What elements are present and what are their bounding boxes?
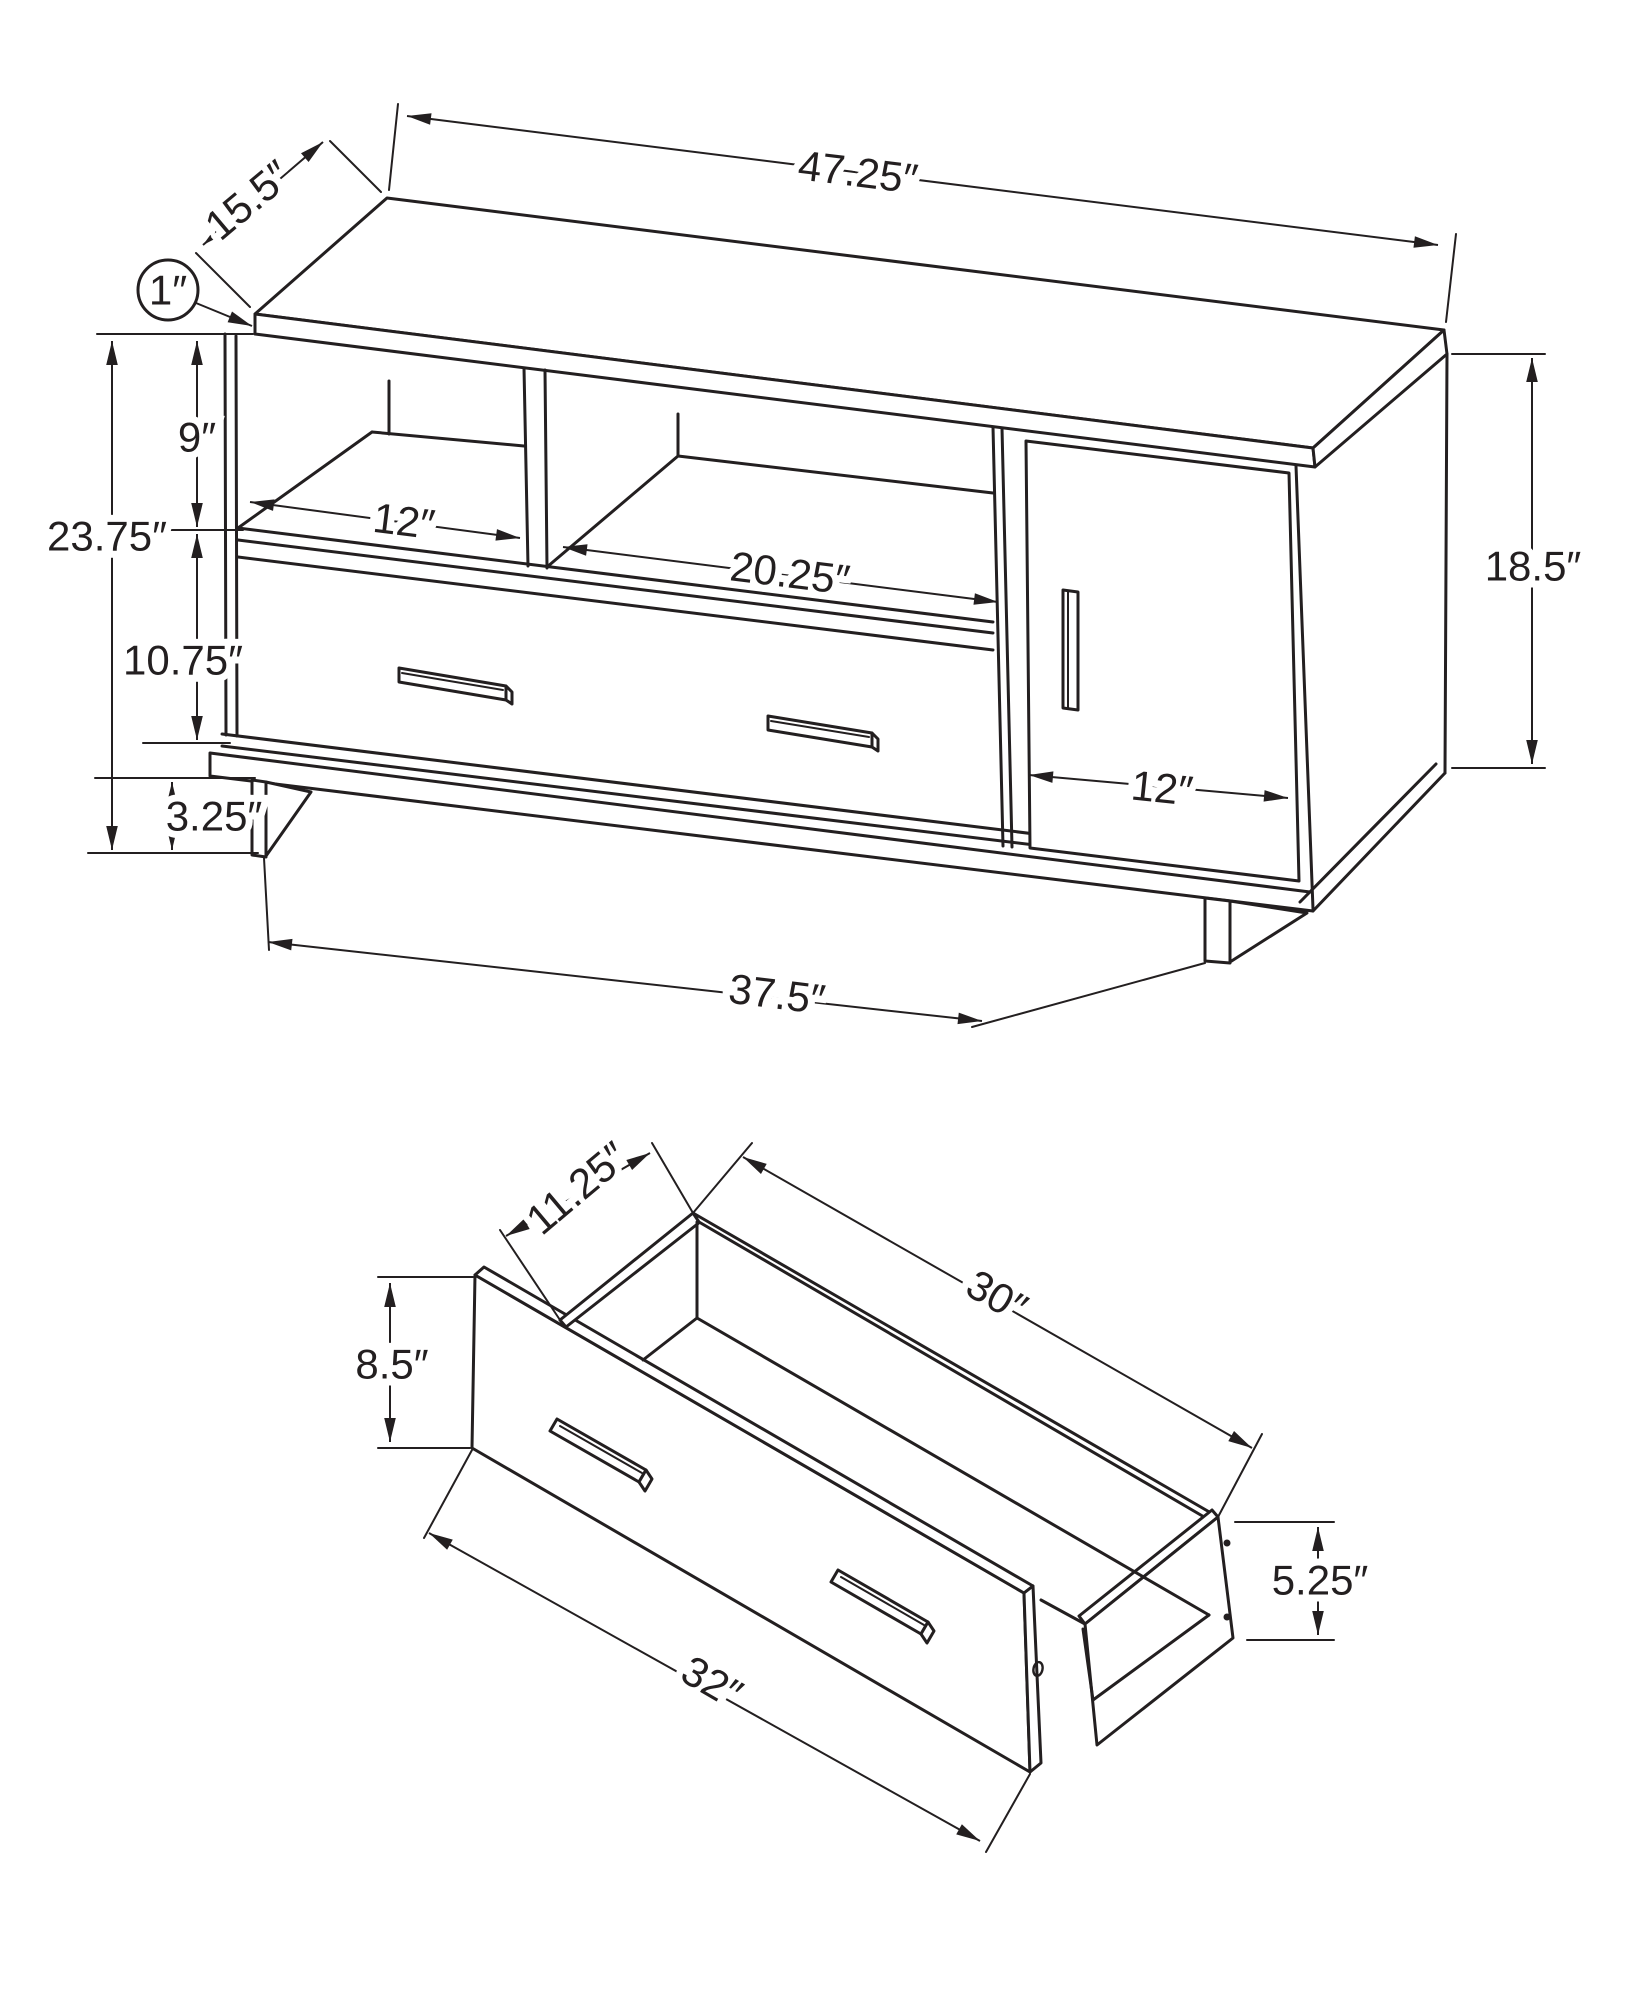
dim-base-width-line bbox=[267, 938, 983, 1025]
dim-middle-shelf-label: 20.25″ bbox=[728, 542, 853, 603]
dim-depth-line bbox=[202, 141, 324, 246]
box-right-side-face bbox=[1083, 1515, 1235, 1747]
dim-middle-shelf-line bbox=[562, 544, 999, 605]
dim-left-shelf-label: 12″ bbox=[371, 494, 438, 548]
door-partition bbox=[991, 425, 1014, 849]
right-panel-bottom-edge bbox=[1298, 762, 1447, 913]
dim-drawer-length-label: 30″ bbox=[959, 1260, 1036, 1332]
dim-drawer-length-line bbox=[742, 1156, 1253, 1449]
box-floor-left-edge bbox=[641, 1316, 699, 1362]
dim-side-height-label: 18.5″ bbox=[1485, 543, 1582, 590]
left-side-panel-edge bbox=[223, 332, 239, 738]
front-panel-screw-hole bbox=[1032, 1660, 1044, 1678]
right-front-corner-edge bbox=[1294, 464, 1315, 911]
dim-box-height-label: 5.25″ bbox=[1272, 1557, 1369, 1604]
drawer-handle-right[interactable] bbox=[766, 714, 880, 753]
side-screw-hole-top bbox=[1223, 1539, 1231, 1547]
dim-door-width-line bbox=[1028, 771, 1289, 802]
mid-shelf-front-edge bbox=[236, 526, 995, 635]
center-divider bbox=[522, 366, 549, 570]
front-height-ticks bbox=[377, 1276, 474, 1449]
door-handle[interactable] bbox=[1061, 588, 1080, 712]
right-leg bbox=[1203, 896, 1309, 965]
box-front-wall-top-edge bbox=[1039, 1598, 1087, 1626]
left-leg bbox=[250, 778, 313, 859]
dim-drawer-depth-line bbox=[505, 1152, 651, 1237]
dim-door-width-label: 12″ bbox=[1129, 761, 1195, 814]
drawer-front-panel-right-edge bbox=[1022, 1584, 1043, 1774]
cabinet-door[interactable] bbox=[1024, 439, 1301, 883]
dim-total-height-label: 23.75″ bbox=[47, 513, 167, 560]
drawer-top-edge bbox=[236, 555, 995, 652]
dim-left-shelf-line bbox=[249, 499, 521, 541]
box-floor-right-edge bbox=[1081, 1613, 1211, 1702]
dim-front-width-line bbox=[428, 1532, 981, 1842]
drawer-handle-left[interactable] bbox=[397, 666, 514, 706]
side-height-ticks bbox=[1451, 353, 1546, 769]
drawer-depth-extensions bbox=[499, 1142, 694, 1321]
dim-top-width-label: 47.25″ bbox=[796, 141, 921, 202]
front-width-extensions bbox=[423, 1449, 1031, 1853]
thickness-callout-circle bbox=[136, 258, 200, 322]
cubby-back-bottom-edge bbox=[676, 454, 995, 495]
box-left-side-top-edge bbox=[558, 1211, 702, 1329]
base-rail bbox=[208, 751, 1315, 913]
drawer-detail-view: 11.25″ 30″ 8.5″ 32″ 5.25″ bbox=[348, 1125, 1375, 1853]
dim-top-thickness-label: 1″ bbox=[149, 267, 187, 314]
drawer-length-extensions bbox=[692, 1142, 1263, 1518]
dim-drawer-depth-label: 11.25″ bbox=[517, 1132, 637, 1243]
front-panel-handle-upper[interactable] bbox=[548, 1417, 654, 1493]
dim-depth-label: 15.5″ bbox=[196, 151, 300, 249]
thickness-leader-arrow bbox=[195, 302, 253, 327]
tv-stand-view: 15.5″ 47.25″ 1″ 9″ 23.75″ 12″ 20.25″ 10.… bbox=[40, 103, 1588, 1030]
right-back-corner-edge bbox=[1443, 352, 1449, 775]
dim-top-width-line bbox=[406, 113, 1439, 248]
top-width-extensions bbox=[388, 103, 1457, 323]
top-panel-top-face bbox=[253, 196, 1446, 450]
dim-base-width-label: 37.5″ bbox=[726, 965, 828, 1023]
base-width-extensions bbox=[263, 857, 1206, 1028]
dim-front-height-label: 8.5″ bbox=[355, 1341, 428, 1388]
side-screw-hole-bottom bbox=[1223, 1613, 1231, 1621]
dim-drawer-face-label: 10.75″ bbox=[123, 637, 243, 684]
dim-leg-height-label: 3.25″ bbox=[166, 793, 263, 840]
divider-bottom-depth-edge bbox=[545, 454, 680, 569]
depth-extensions bbox=[195, 140, 382, 308]
dim-shelf-drop-label: 9″ bbox=[178, 414, 216, 461]
box-height-ticks bbox=[1234, 1521, 1335, 1641]
